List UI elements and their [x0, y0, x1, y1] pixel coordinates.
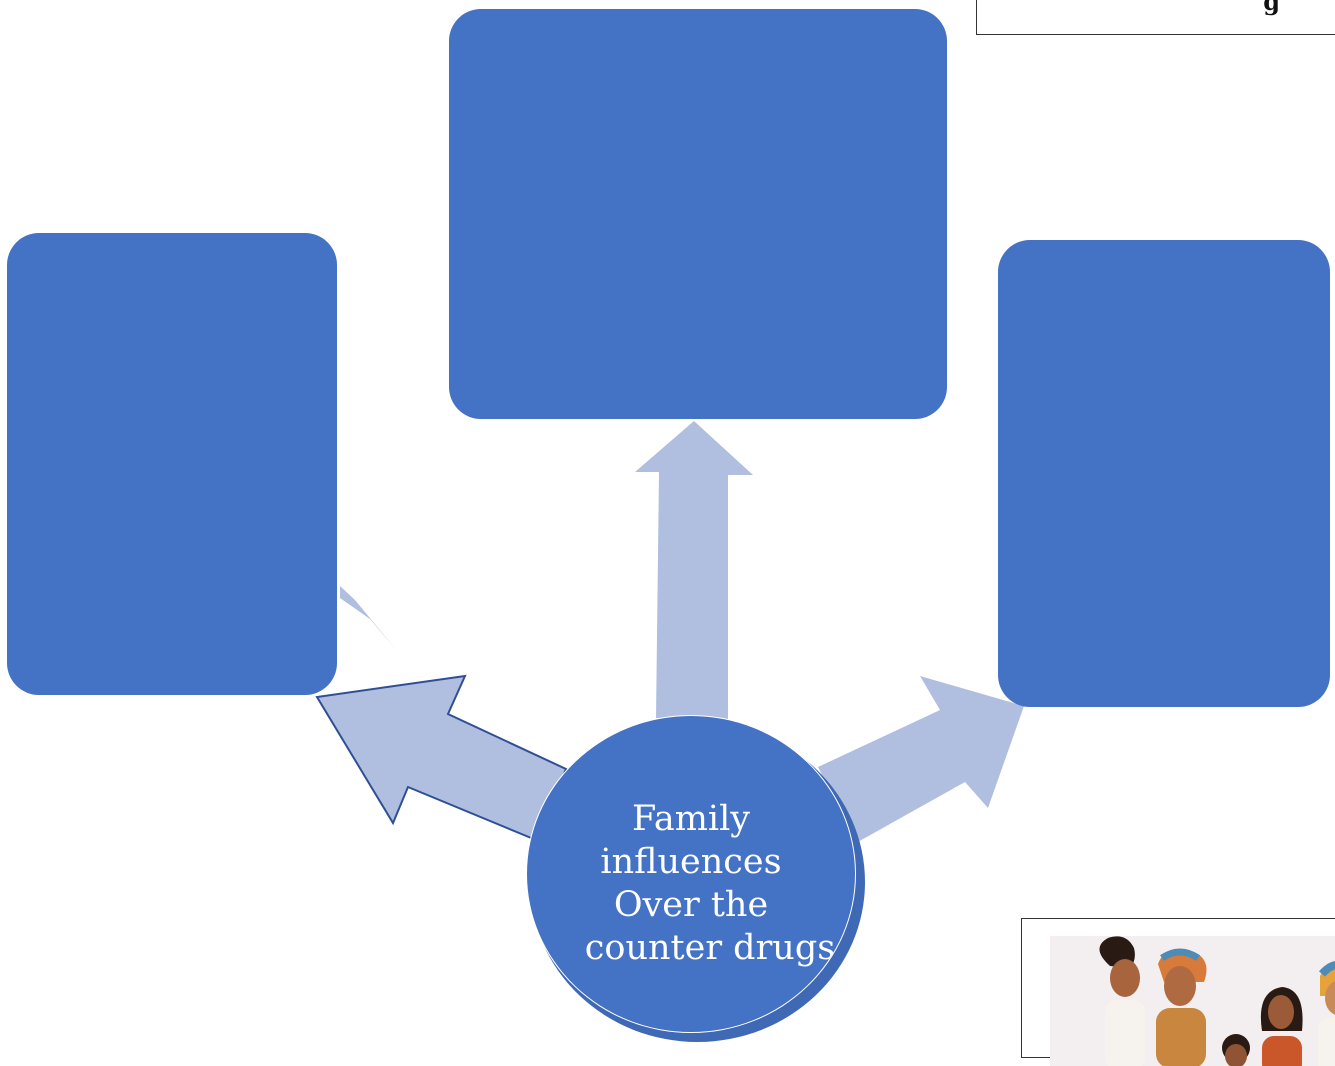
arrow-up [635, 421, 753, 720]
family-illustration [1050, 936, 1335, 1066]
center-label-line-2: influences [600, 842, 782, 882]
center-label-line-4: counter drugs [584, 928, 836, 968]
arrow-left [315, 674, 568, 842]
connector-arrows [315, 421, 1024, 843]
center-label-line-3: Over the [613, 885, 769, 925]
diagram-box-left [7, 233, 337, 695]
top-right-text-frame: g [976, 0, 1335, 35]
diagram-box-top [449, 9, 947, 419]
diagram-box-right [998, 240, 1330, 707]
arrow-right [818, 676, 1024, 843]
top-right-fragment: g [1263, 0, 1280, 16]
arrow-left-sliver [340, 586, 398, 652]
center-circle-label: Family influences Over the counter drugs [527, 798, 855, 970]
family-illustration-art [1099, 936, 1335, 1066]
family-image-frame [1021, 918, 1335, 1066]
center-label-line-1: Family [631, 799, 751, 839]
center-circle: Family influences Over the counter drugs [526, 715, 856, 1033]
